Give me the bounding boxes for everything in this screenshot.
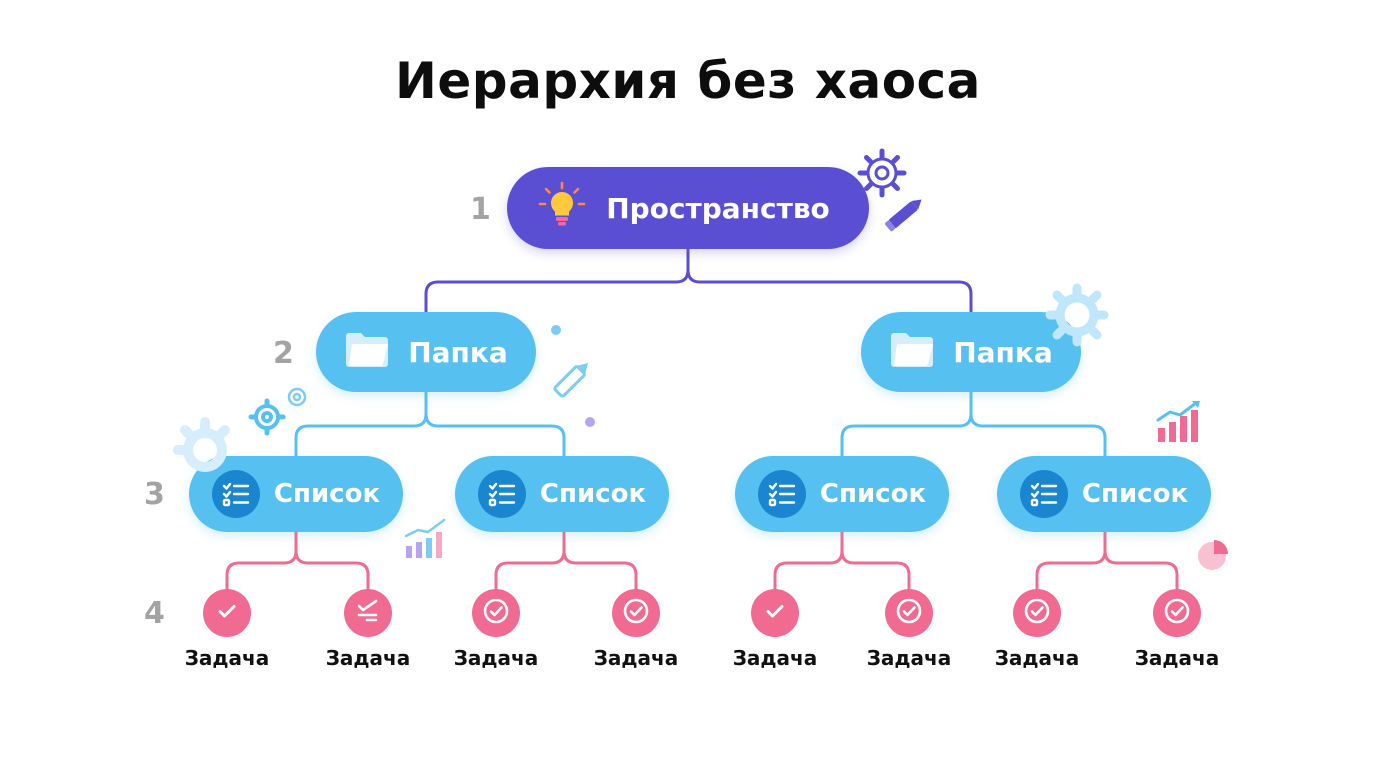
list-label: Список [539,479,647,509]
list-node-3[interactable]: Список [735,456,949,532]
connector-list1-to-tasks [225,530,370,591]
check-icon [763,599,787,627]
task-node-8[interactable] [1153,589,1201,637]
task-node-2[interactable] [344,589,392,637]
task-label: Задача [994,646,1080,670]
task-label: Задача [732,646,818,670]
list-node-2[interactable]: Список [455,456,669,532]
task-label: Задача [453,646,539,670]
connector-list3-to-tasks [773,530,911,591]
task-label: Задача [866,646,952,670]
bar-chart-icon [404,518,446,558]
task-node-3[interactable] [472,589,520,637]
checklist-icon [477,470,526,518]
check-circle-icon [895,597,923,629]
gear-icon [1045,283,1109,347]
gear-icon [173,417,230,472]
check-icon [215,599,239,627]
connector-folder1-to-lists [294,390,566,458]
lightbulb-icon [536,179,588,238]
gears-icon [248,387,307,436]
level-number-1: 1 [470,192,491,227]
space-label: Пространство [606,191,830,225]
check-circle-icon [622,597,650,629]
pencil-icon [553,363,588,398]
connector-list4-to-tasks [1035,530,1179,591]
task-node-7[interactable] [1013,589,1061,637]
growth-chart-icon [1156,401,1200,442]
check-circle-icon [1163,597,1191,629]
task-label: Задача [1134,646,1220,670]
dot-icon [585,417,595,427]
checklist-icon [1019,470,1068,518]
level-number-4: 4 [144,596,165,631]
level-number-3: 3 [144,477,165,512]
level-number-2: 2 [273,336,294,371]
checklist-icon [211,470,260,518]
gear-icon [857,148,907,198]
task-node-1[interactable] [203,589,251,637]
task-label: Задача [325,646,411,670]
connector-folder2-to-lists [840,390,1107,458]
checklist-icon [757,470,806,518]
folder-label: Папка [408,335,508,369]
task-node-5[interactable] [751,589,799,637]
pie-chart-icon [1198,540,1228,570]
task-label: Задача [593,646,679,670]
check-circle-icon [1023,597,1051,629]
list-node-1[interactable]: Список [189,456,403,532]
folder-node-1[interactable]: Папка [316,312,536,392]
list-label: Список [1081,479,1189,509]
task-node-6[interactable] [885,589,933,637]
connector-list2-to-tasks [494,530,638,591]
pencil-icon [885,199,922,232]
folder-icon [344,330,390,375]
page-title: Иерархия без хаоса [395,52,981,110]
folder-icon [889,330,935,375]
list-label: Список [273,479,381,509]
check-circle-icon [482,597,510,629]
checklist-done-icon [355,598,381,628]
task-node-4[interactable] [612,589,660,637]
folder-label: Папка [953,335,1053,369]
task-label: Задача [184,646,270,670]
connector-space-to-folders [424,247,973,314]
space-node[interactable]: Пространство [507,167,869,249]
dot-icon [551,325,561,335]
list-node-4[interactable]: Список [997,456,1211,532]
folder-node-2[interactable]: Папка [861,312,1081,392]
list-label: Список [819,479,927,509]
